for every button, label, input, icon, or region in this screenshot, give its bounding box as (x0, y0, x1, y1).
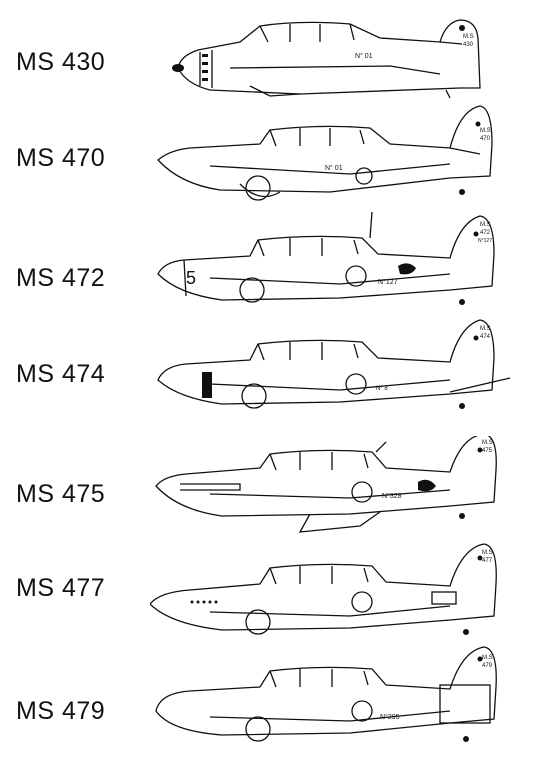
fin-marking: 472 (480, 230, 491, 236)
variant-label: MS 470 (16, 144, 106, 172)
fin-marking: 470 (480, 136, 491, 142)
serial-marking: N° 01 (325, 164, 343, 172)
fin-marking: 475 (482, 448, 493, 454)
fin-marking: 477 (482, 558, 493, 564)
fin-marking: M.S (482, 655, 493, 661)
aircraft-side-view: N° 01 M.S 430 (172, 19, 481, 99)
variant-label: MS 474 (16, 360, 106, 388)
variant-row-ms470: MS 470 N° 01 M.S 470 (0, 104, 534, 214)
variant-label: MS 479 (16, 697, 106, 725)
serial-marking: N°127 (378, 278, 398, 286)
fin-marking: 474 (480, 334, 491, 340)
variant-label: MS 477 (16, 574, 106, 602)
aircraft-side-view: N° 01 M.S 470 (157, 105, 493, 201)
fin-marking: 430 (463, 42, 474, 48)
variant-label: MS 475 (16, 480, 106, 508)
variant-row-ms475: MS 475 N°328 M.S 475 (0, 436, 534, 546)
aircraft-side-view: N° 8 M.S 474 (157, 319, 511, 409)
variant-label: MS 430 (16, 48, 106, 76)
nose-number: 5 (186, 268, 196, 288)
fin-marking: M.S (482, 550, 493, 556)
fin-marking: M.S (482, 440, 493, 446)
fin-marking: M.S (480, 128, 491, 134)
aircraft-side-view: M.S 477 (150, 543, 497, 635)
variant-row-ms477: MS 477 M.S 477 (0, 540, 534, 650)
variant-row-ms472: MS 472 5 N°127 M.S 472 N°127 (0, 212, 534, 322)
variant-row-ms479: MS 479 N°295 M.S 479 (0, 645, 534, 755)
serial-marking: N° 8 (376, 386, 388, 392)
serial-marking: N° 01 (355, 52, 373, 60)
fin-marking: 479 (482, 663, 493, 669)
aircraft-side-view: 5 N°127 M.S 472 N°127 (157, 212, 495, 305)
fin-marking: N°127 (478, 238, 492, 244)
fin-marking: M.S (480, 326, 491, 332)
aircraft-side-view: N°295 M.S 479 (155, 646, 497, 742)
variant-row-ms474: MS 474 N° 8 M.S 474 (0, 314, 534, 424)
fin-marking: M.S (463, 34, 474, 40)
variant-label: MS 472 (16, 264, 106, 292)
aircraft-side-view: N°328 M.S 475 (155, 436, 497, 533)
fin-marking: M.S (480, 222, 491, 228)
variant-row-ms430: MS 430 N° 01 M.S 430 (0, 8, 534, 118)
serial-marking: N°328 (382, 492, 402, 500)
serial-marking: N°295 (380, 713, 400, 721)
